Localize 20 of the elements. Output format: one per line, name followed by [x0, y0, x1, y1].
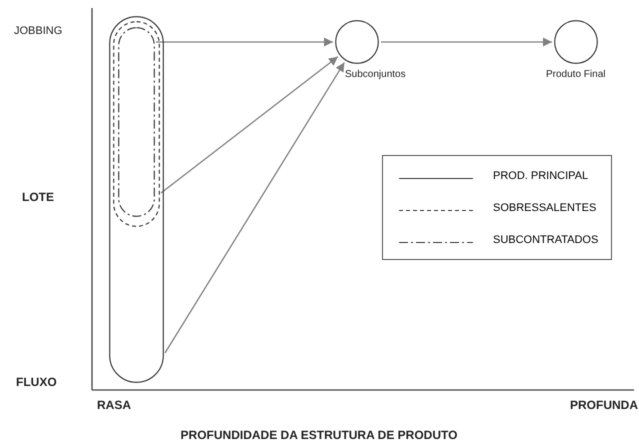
arrow: [164, 62, 345, 354]
axis-label: FLUXO: [16, 375, 57, 389]
node-caption: Subconjuntos: [345, 69, 406, 80]
capsule-outline: [118, 27, 155, 217]
axis-title: PROFUNDIDADE DA ESTRUTURA DE PRODUTO: [180, 428, 458, 442]
axis-label: RASA: [97, 398, 132, 412]
circle-node: [554, 20, 598, 64]
axis-label: LOTE: [22, 190, 54, 204]
legend-text: PROD. PRINCIPAL: [493, 170, 588, 182]
capsule-outline: [109, 16, 164, 383]
axis-label: JOBBING: [14, 25, 62, 37]
arrow: [156, 37, 333, 47]
legend-text: SUBCONTRATADOS: [493, 234, 598, 246]
node-caption: Produto Final: [546, 69, 606, 80]
capsule-outline: [113, 21, 160, 227]
axis-label: PROFUNDA: [570, 398, 638, 412]
arrow: [160, 56, 338, 194]
legend-text: SOBRESSALENTES: [493, 202, 596, 214]
circle-node: [335, 20, 379, 64]
arrow: [381, 37, 552, 47]
